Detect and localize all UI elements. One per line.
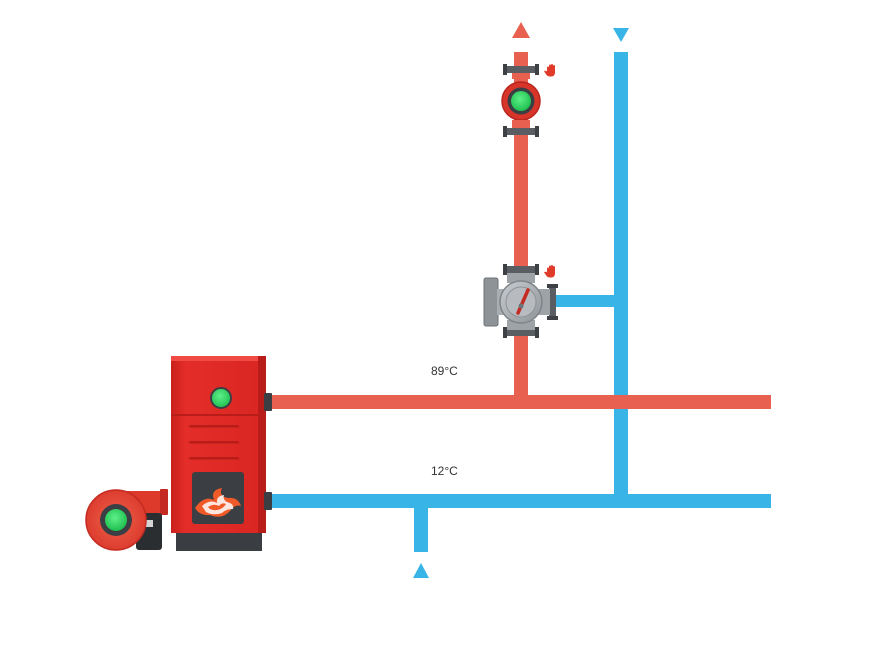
boiler-status-indicator <box>210 387 232 409</box>
cold-inlet-pipe <box>414 500 428 552</box>
supply-temperature-reading: 89°C <box>431 364 458 378</box>
boiler-vent-1 <box>189 425 239 428</box>
flame-icon <box>195 488 241 517</box>
mixing-valve[interactable] <box>483 264 558 338</box>
pump-flange-top <box>504 66 538 73</box>
bypass-branch-pipe <box>556 295 618 307</box>
pump-manual-hand-icon[interactable] <box>544 64 555 77</box>
valve-position-pointer <box>516 288 530 315</box>
cold-piping <box>268 28 771 578</box>
return-temperature-reading: 12°C <box>431 464 458 478</box>
pump-status-indicator <box>511 91 531 111</box>
boiler-base <box>176 532 262 551</box>
boiler-supply-nozzle <box>264 393 272 411</box>
valve-actuator <box>483 277 499 327</box>
cold-riser-pipe <box>614 52 628 500</box>
hot-piping <box>268 22 771 409</box>
burner-status-indicator <box>105 509 127 531</box>
pump-flange-bottom <box>504 128 538 135</box>
valve-manual-hand-icon[interactable] <box>544 265 555 278</box>
valve-flange-right <box>549 286 556 318</box>
boiler-vent-3 <box>189 457 239 460</box>
hot-outlet-up-arrow <box>512 22 530 38</box>
cold-inlet-up-arrow <box>413 563 429 578</box>
boiler[interactable] <box>171 356 272 551</box>
boiler-return-nozzle <box>264 492 272 510</box>
boiler-vent-2 <box>189 441 239 444</box>
circulation-pump[interactable] <box>501 64 541 137</box>
burner[interactable] <box>85 489 168 551</box>
cold-outlet-down-arrow <box>613 28 629 42</box>
valve-flange-bottom <box>505 329 537 336</box>
valve-flange-top <box>505 266 537 273</box>
cold-return-main-pipe <box>268 494 771 508</box>
